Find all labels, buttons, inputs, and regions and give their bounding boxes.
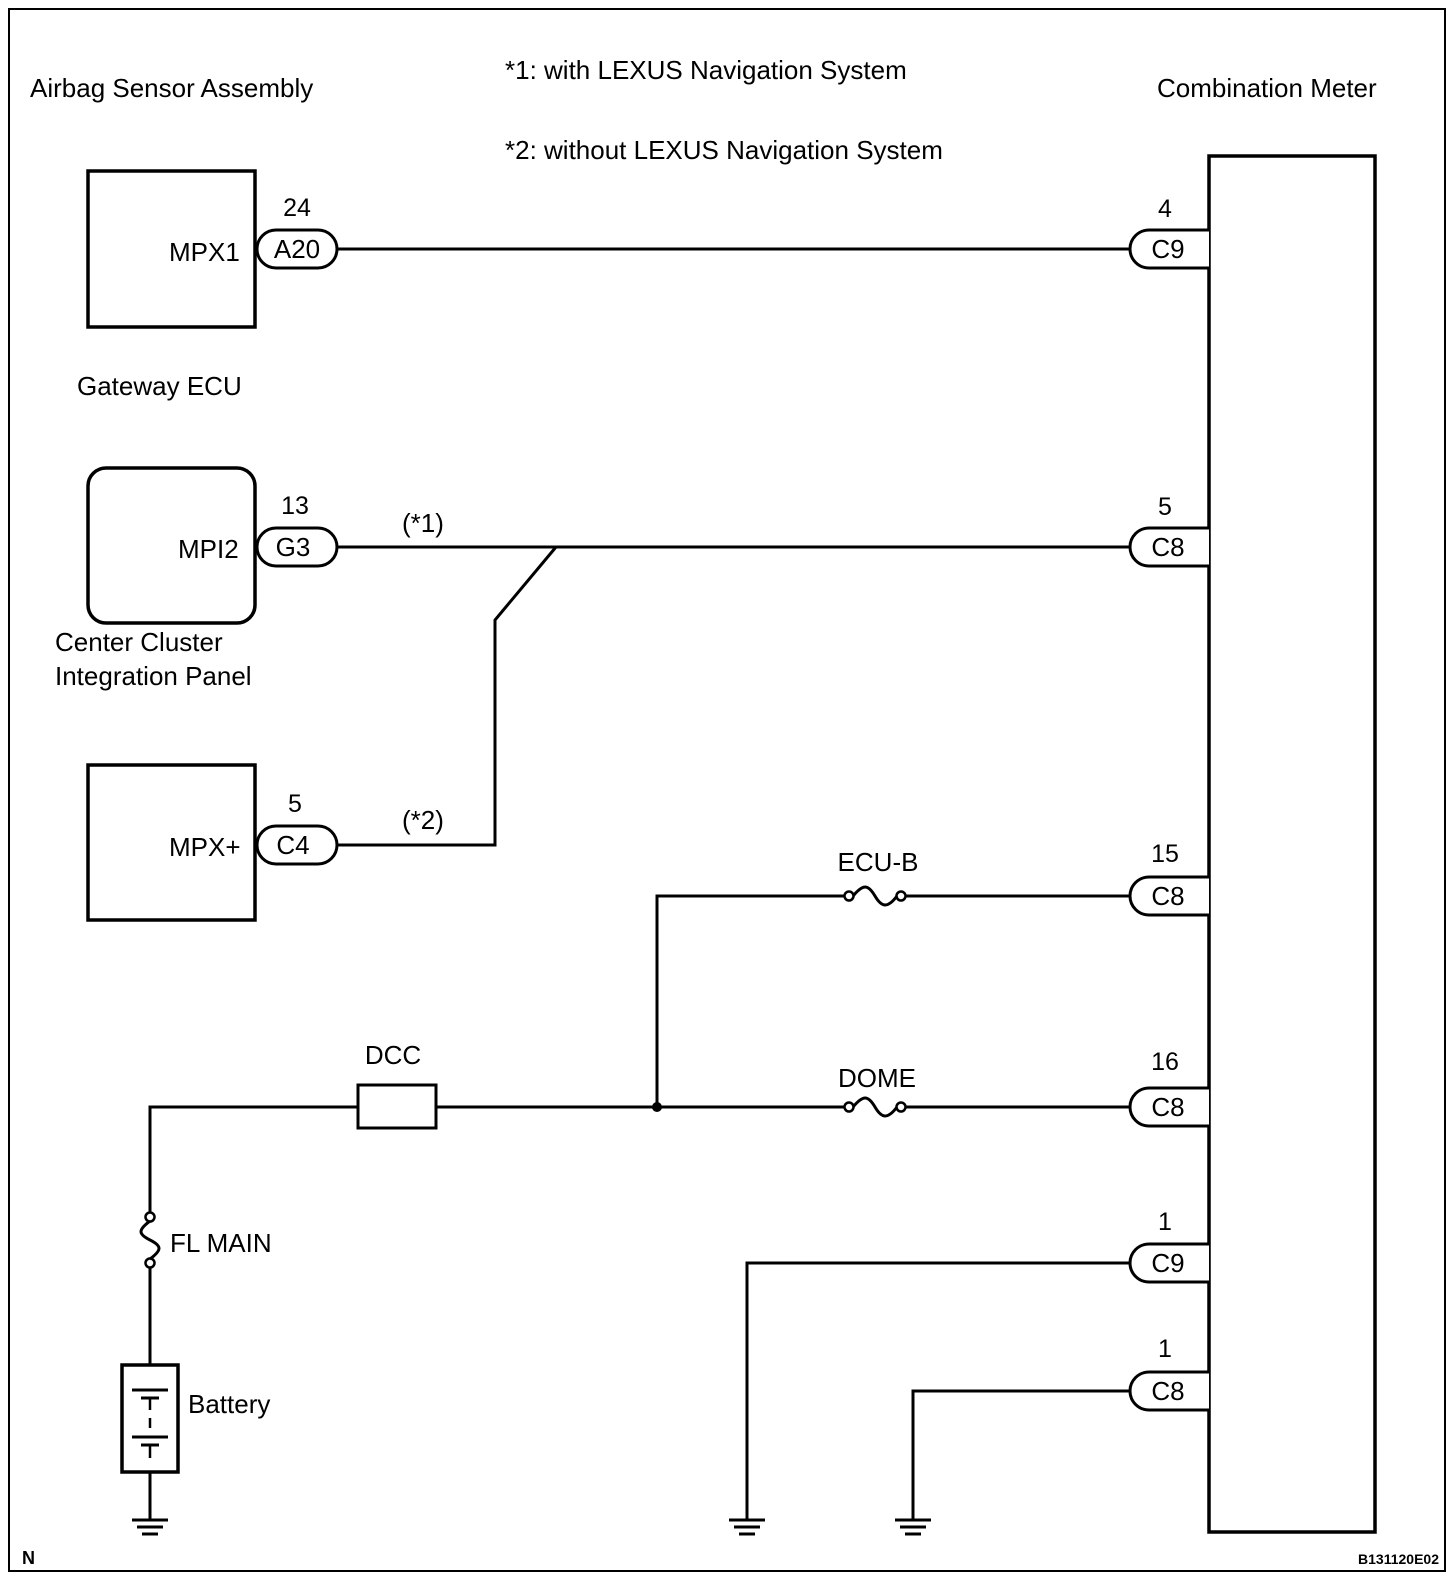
battery-symbol bbox=[120, 1363, 180, 1474]
ground-symbol-c9 bbox=[729, 1518, 765, 1536]
center-cluster-box bbox=[86, 763, 257, 922]
junction-dot bbox=[652, 1102, 662, 1112]
terminal-mpi2: MPI2 bbox=[178, 534, 239, 564]
connector-c4: C4 5 bbox=[255, 790, 339, 866]
fuse-dcc-label: DCC bbox=[365, 1040, 421, 1070]
center-cluster-label-line1: Center Cluster bbox=[55, 627, 223, 657]
svg-text:13: 13 bbox=[281, 492, 309, 520]
connector-g3: G3 13 bbox=[255, 492, 339, 568]
svg-text:C9: C9 bbox=[1151, 1248, 1184, 1278]
wire-mpx-plus bbox=[337, 546, 558, 847]
fuse-fl-main bbox=[139, 1211, 161, 1269]
svg-text:G3: G3 bbox=[276, 532, 311, 562]
gateway-ecu-label: Gateway ECU bbox=[77, 371, 242, 401]
connector-a20: A20 24 bbox=[255, 194, 339, 270]
fuse-fl-main-label: FL MAIN bbox=[170, 1228, 272, 1258]
airbag-sensor-label: Airbag Sensor Assembly bbox=[30, 73, 313, 103]
svg-text:15: 15 bbox=[1151, 840, 1179, 868]
wire-ecu-b-branch bbox=[655, 894, 845, 1107]
svg-text:C8: C8 bbox=[1151, 532, 1184, 562]
airbag-sensor-box bbox=[86, 169, 257, 329]
svg-text:1: 1 bbox=[1158, 1208, 1172, 1236]
note-1: *1: with LEXUS Navigation System bbox=[505, 55, 907, 85]
wire-ground-c9 bbox=[745, 1261, 1130, 1520]
fuse-ecu-b bbox=[843, 885, 907, 907]
corner-mark: N bbox=[22, 1548, 35, 1568]
connector-meter-c8-15: C8 15 bbox=[1128, 840, 1209, 917]
wire-fl-main-to-dcc bbox=[148, 1105, 358, 1213]
fuse-dome bbox=[843, 1096, 907, 1118]
svg-text:C4: C4 bbox=[276, 830, 309, 860]
wire-tag-2: (*2) bbox=[402, 805, 444, 835]
ground-symbol-battery bbox=[132, 1518, 168, 1536]
svg-text:5: 5 bbox=[288, 790, 302, 818]
connector-meter-c9-4: C9 4 bbox=[1128, 195, 1209, 270]
svg-text:C8: C8 bbox=[1151, 1376, 1184, 1406]
svg-text:5: 5 bbox=[1158, 493, 1172, 521]
combination-meter-box bbox=[1207, 154, 1377, 1534]
ground-symbol-c8 bbox=[895, 1518, 931, 1536]
svg-text:C9: C9 bbox=[1151, 234, 1184, 264]
connector-meter-c8-1: C8 1 bbox=[1128, 1335, 1209, 1412]
connector-meter-c8-5: C8 5 bbox=[1128, 493, 1209, 568]
fuse-ecu-b-label: ECU-B bbox=[838, 847, 919, 877]
outer-frame bbox=[8, 8, 1446, 1572]
terminal-mpx1: MPX1 bbox=[169, 237, 240, 267]
fuse-dome-label: DOME bbox=[838, 1063, 916, 1093]
connector-meter-c8-16: C8 16 bbox=[1128, 1048, 1209, 1128]
connector-meter-c9-1: C9 1 bbox=[1128, 1208, 1209, 1284]
svg-text:A20: A20 bbox=[274, 234, 320, 264]
svg-text:16: 16 bbox=[1151, 1048, 1179, 1076]
svg-text:C8: C8 bbox=[1151, 881, 1184, 911]
svg-text:4: 4 bbox=[1158, 195, 1172, 223]
svg-text:1: 1 bbox=[1158, 1335, 1172, 1363]
note-2: *2: without LEXUS Navigation System bbox=[505, 135, 943, 165]
wire-ground-c8 bbox=[911, 1389, 1130, 1520]
terminal-mpx-plus: MPX+ bbox=[169, 832, 241, 862]
combination-meter-label: Combination Meter bbox=[1157, 73, 1377, 103]
battery-label: Battery bbox=[188, 1389, 270, 1419]
svg-text:24: 24 bbox=[283, 194, 311, 222]
svg-text:C8: C8 bbox=[1151, 1092, 1184, 1122]
figure-id: B131120E02 bbox=[1358, 1551, 1439, 1567]
wire-tag-1: (*1) bbox=[402, 508, 444, 538]
gateway-ecu-box bbox=[86, 466, 257, 625]
center-cluster-label-line2: Integration Panel bbox=[55, 661, 252, 691]
fuse-dcc bbox=[356, 1083, 438, 1130]
